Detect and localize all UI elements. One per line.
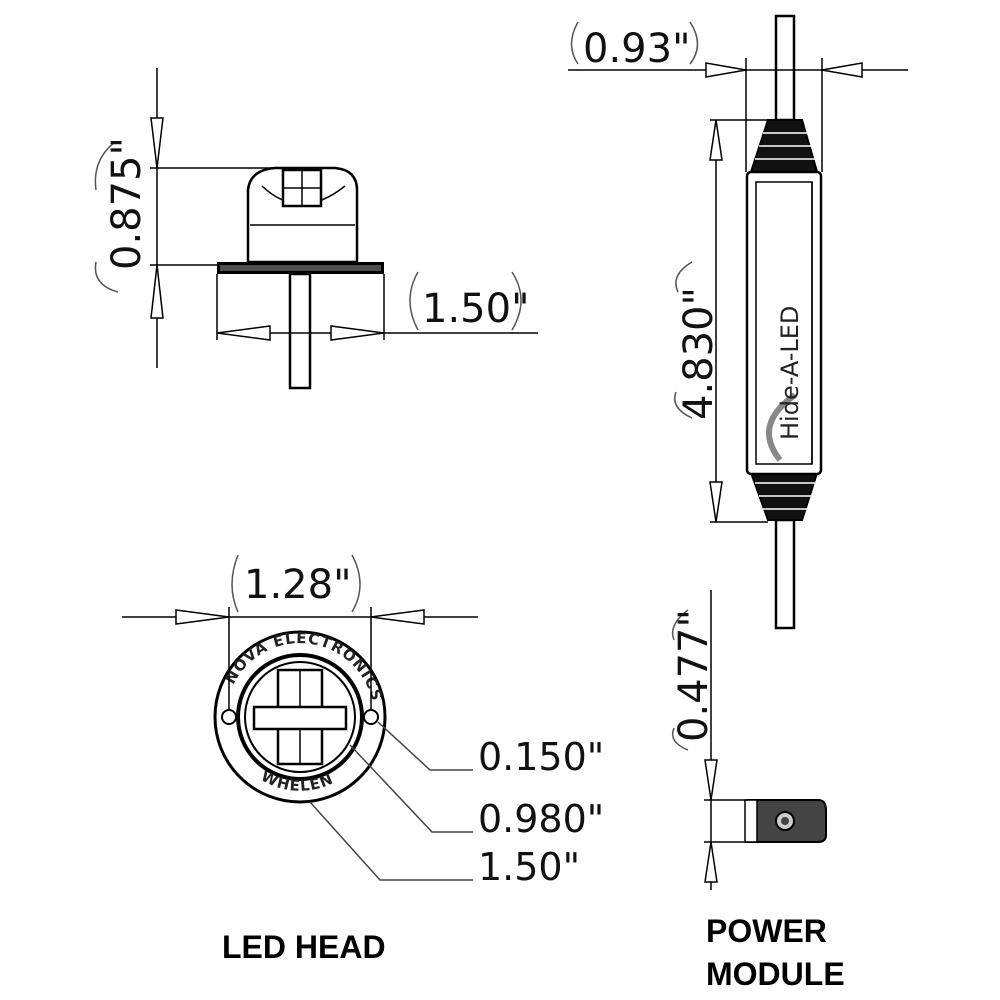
tab-height-label: 0.477"	[671, 609, 717, 742]
power-module-view: Hide-A-LED 0.93" 4.830" 0.477"	[568, 14, 908, 890]
callout-inner-label: 0.980"	[478, 797, 604, 841]
module-brand-text: Hide-A-LED	[776, 306, 804, 440]
power-module-caption-line2: MODULE	[706, 956, 845, 992]
module-length-label: 4.830"	[676, 287, 722, 420]
module-width-label: 0.93"	[583, 26, 690, 72]
power-module-caption-line1: POWER	[706, 913, 827, 949]
top-width-label: 1.28"	[244, 562, 351, 608]
side-height-label: 0.875"	[104, 137, 150, 270]
led-head-caption: LED HEAD	[222, 929, 386, 965]
side-width-label: 1.50"	[422, 286, 529, 332]
led-head-side-view: 0.875" 1.50"	[94, 68, 538, 390]
led-head-top-view: NOVA ELECTRONICS WHELEN 1.28" 0.150" 0.9…	[122, 554, 604, 889]
callout-outer-label: 1.50"	[478, 845, 580, 889]
callout-hole-label: 0.150"	[478, 735, 604, 779]
